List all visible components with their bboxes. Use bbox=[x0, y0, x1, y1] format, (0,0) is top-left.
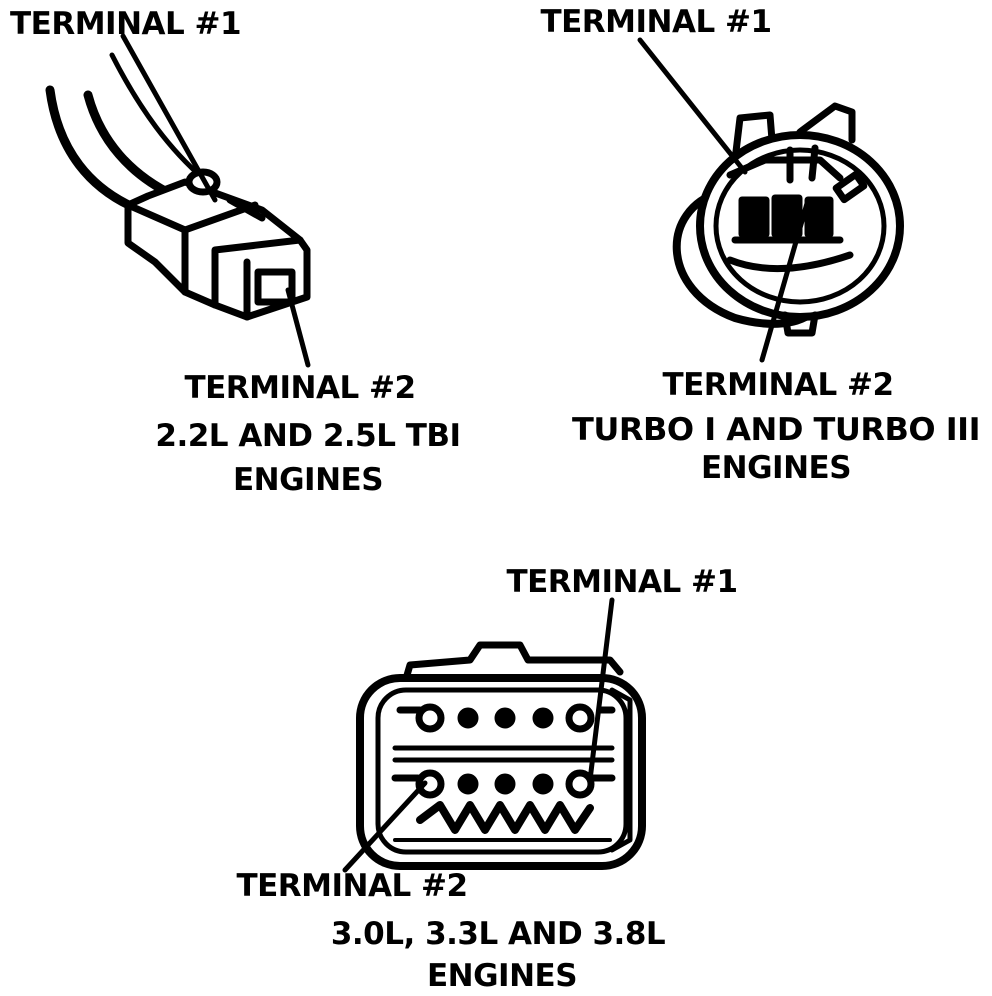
leader-lines bbox=[120, 33, 811, 873]
turbo-engines-line2: ENGINES bbox=[701, 450, 851, 486]
v6-top-pin-row bbox=[396, 703, 616, 733]
v6-connector bbox=[356, 641, 646, 870]
tbi-engines-line1: 2.2L AND 2.5L TBI bbox=[155, 418, 460, 454]
turbo-terminal1-leader bbox=[637, 37, 748, 175]
tbi-terminal1-leader bbox=[120, 33, 218, 203]
tbi-terminal2-label: TERMINAL #2 bbox=[184, 370, 415, 406]
v6-terminal1-label: TERMINAL #1 bbox=[506, 564, 737, 600]
labels: TERMINAL #1 TERMINAL #2 2.2L AND 2.5L TB… bbox=[10, 4, 981, 994]
v6-terminal1-leader bbox=[587, 597, 615, 783]
tbi-connector bbox=[45, 52, 311, 321]
turbo-terminal2-leader bbox=[759, 197, 811, 363]
turbo-terminal2-label: TERMINAL #2 bbox=[662, 367, 893, 403]
v6-terminal2-leader bbox=[342, 780, 428, 873]
tbi-terminal2-leader bbox=[285, 287, 311, 368]
tbi-connector-body bbox=[124, 168, 311, 321]
v6-bottom-pin-row bbox=[391, 769, 616, 799]
turbo-connector bbox=[672, 102, 904, 337]
tbi-terminal1-label: TERMINAL #1 bbox=[10, 6, 241, 42]
tbi-engines-line2: ENGINES bbox=[233, 462, 383, 498]
turbo-terminals bbox=[726, 144, 868, 272]
v6-latch-row bbox=[416, 801, 594, 834]
v6-engines-line1: 3.0L, 3.3L AND 3.8L bbox=[331, 916, 665, 952]
turbo-engines-line1: TURBO I AND TURBO III bbox=[572, 412, 980, 448]
turbo-terminal1-label: TERMINAL #1 bbox=[540, 4, 771, 40]
v6-engines-line2: ENGINES bbox=[427, 958, 577, 994]
v6-terminal2-label: TERMINAL #2 bbox=[236, 868, 467, 904]
